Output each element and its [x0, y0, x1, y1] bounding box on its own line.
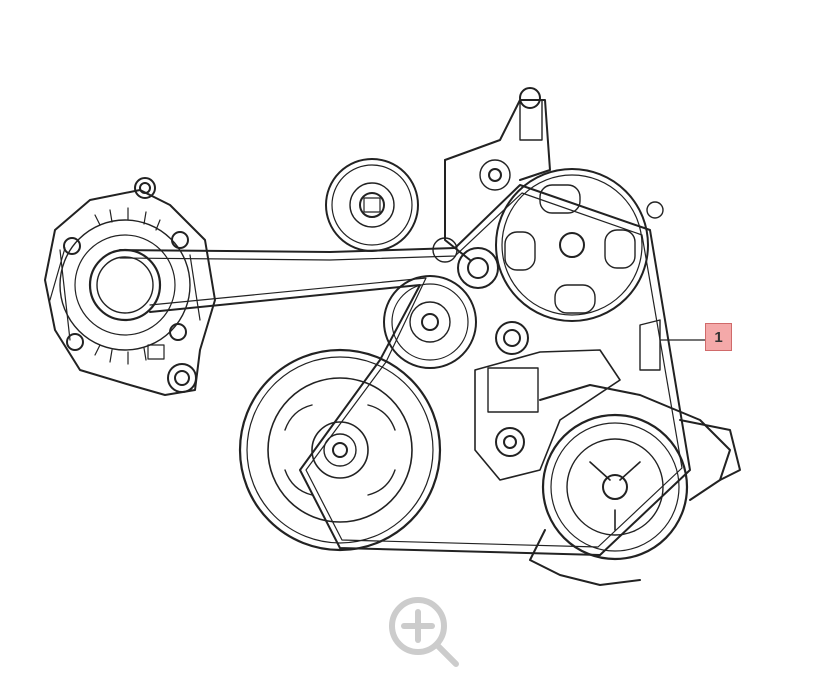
idler-pulley-top	[325, 158, 419, 252]
crankshaft-pulley	[238, 348, 442, 552]
ac-compressor	[529, 319, 741, 586]
alternator	[44, 177, 216, 396]
bracket-housing	[474, 349, 731, 501]
tensioner-pulley	[432, 237, 529, 457]
power-steering-pump	[444, 87, 664, 322]
callout-label-1: 1	[705, 323, 732, 351]
zoom-in-button[interactable]	[385, 595, 465, 667]
water-pump-pulley	[383, 275, 477, 369]
zoom-in-icon[interactable]	[389, 597, 459, 667]
